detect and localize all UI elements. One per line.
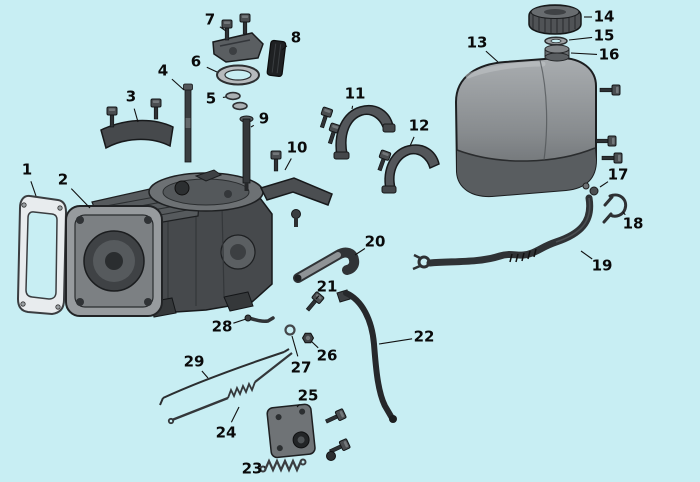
plate-bolts <box>323 408 351 461</box>
part-1-gasket <box>16 194 68 316</box>
part-21-bolt <box>303 290 325 314</box>
part-8-breather-element <box>266 39 287 77</box>
part-9-tube <box>239 115 254 191</box>
part-18-clamp <box>602 193 628 224</box>
part-25-plate <box>266 403 316 459</box>
part-7-breather-cover <box>212 13 264 63</box>
part-5-orings <box>225 91 248 111</box>
part-13-fuel-tank <box>454 48 597 198</box>
part-3-bracket <box>100 98 174 150</box>
tank-mount-bolts <box>595 84 623 164</box>
part-19-fuel-line <box>412 194 594 271</box>
part-6-gasket-ring <box>216 64 260 86</box>
part-20-tube <box>293 247 360 283</box>
part-4-stud <box>183 83 193 163</box>
part-29-rod <box>159 348 290 406</box>
part-2-cylinder-block <box>65 169 273 318</box>
part-16-grommet <box>544 44 570 62</box>
part-11-bracket <box>316 105 396 160</box>
part-12-bracket <box>374 144 440 194</box>
part-15-washer <box>544 36 568 46</box>
part-26-nut <box>301 332 315 344</box>
part-27-washer <box>284 324 296 336</box>
part-10-bracket <box>259 150 333 227</box>
part-28-pin <box>244 314 275 323</box>
part-22-rod <box>336 289 397 423</box>
part-23-spring <box>259 458 307 473</box>
part-24-spring-link <box>167 352 293 425</box>
part-17-fitting <box>582 182 599 196</box>
part-14-fuel-cap <box>528 4 582 35</box>
